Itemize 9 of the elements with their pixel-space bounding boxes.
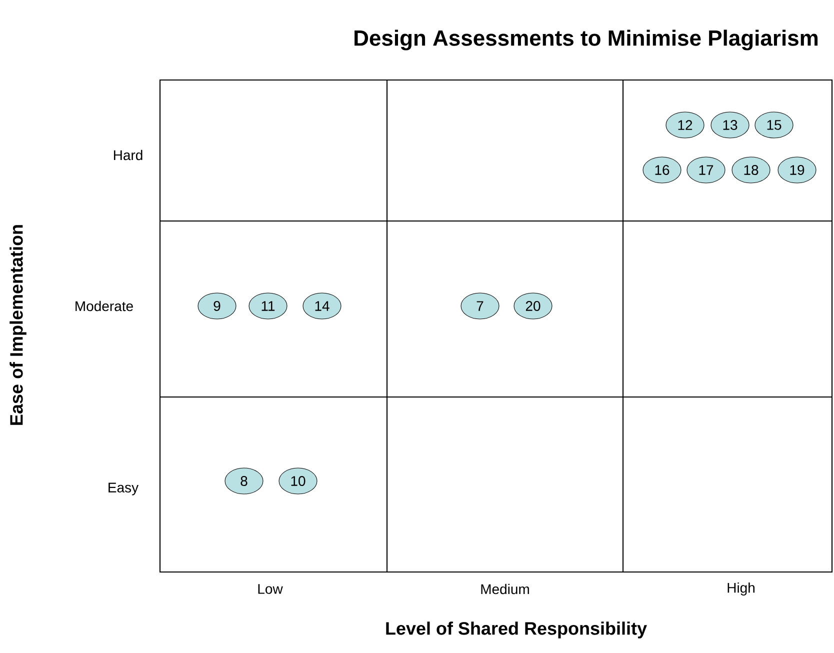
axis-label: Hard bbox=[114, 150, 142, 160]
axis-title: Level of Shared Responsibility bbox=[386, 622, 647, 638]
axis-label: Moderate bbox=[76, 300, 133, 312]
axis-label: High bbox=[728, 582, 754, 596]
axis-label: Medium bbox=[481, 584, 529, 594]
axis-label: Low bbox=[258, 584, 283, 594]
chart-title: Design Assessments to Minimise Plagiarism bbox=[354, 30, 818, 50]
axis-label: Easy bbox=[108, 482, 139, 496]
axis-title: Ease of Implementation bbox=[10, 225, 26, 425]
